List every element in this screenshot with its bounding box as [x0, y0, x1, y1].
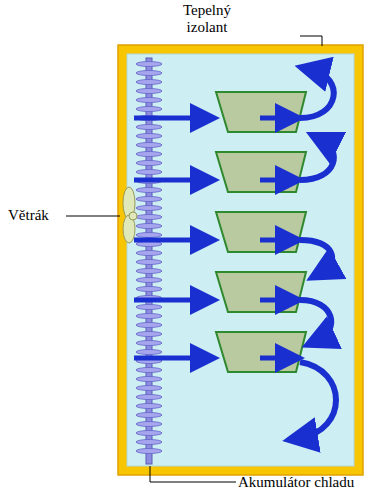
- accumulator-fin: [136, 188, 162, 193]
- accumulator-fin: [136, 71, 162, 76]
- accumulator-fin: [136, 170, 162, 175]
- accumulator-fin: [136, 107, 162, 112]
- accumulator-fin: [136, 269, 162, 274]
- accumulator-fin: [136, 287, 162, 292]
- accumulator-fin: [136, 368, 162, 373]
- callout-label: Akumulátor chladu: [238, 474, 368, 491]
- accumulator-fin: [136, 152, 162, 157]
- accumulator-fin: [136, 422, 162, 427]
- accumulator-fin: [136, 206, 162, 211]
- accumulator-fin: [136, 98, 162, 103]
- accumulator-fin: [136, 440, 162, 445]
- air-flow-arrows: [134, 118, 290, 358]
- fan: [123, 187, 137, 243]
- accumulator-fin: [136, 251, 162, 256]
- accumulator-fin: [136, 413, 162, 418]
- callout-label: Tepelný izolant: [172, 2, 242, 36]
- accumulator-fin: [136, 305, 162, 310]
- accumulator-fin: [136, 278, 162, 283]
- accumulator-fin: [136, 332, 162, 337]
- accumulator-fin: [136, 125, 162, 130]
- accumulator-fin: [136, 395, 162, 400]
- interior: [127, 54, 354, 466]
- accumulator-fin: [136, 224, 162, 229]
- accumulator-fin: [136, 404, 162, 409]
- return-air-arrows: [300, 70, 336, 438]
- accumulator-fin: [136, 260, 162, 265]
- accumulator-fin: [136, 449, 162, 454]
- accumulator-fin: [136, 80, 162, 85]
- accumulator-fin: [136, 197, 162, 202]
- accumulator-fin: [136, 143, 162, 148]
- accumulator-fin: [136, 233, 162, 238]
- accumulator-fin: [136, 323, 162, 328]
- callout-label: Větrák: [8, 207, 66, 224]
- accumulator-fin: [136, 314, 162, 319]
- accumulator-fin: [136, 377, 162, 382]
- accumulator-fin: [136, 134, 162, 139]
- accumulator-fin: [136, 350, 162, 355]
- accumulator-fin: [136, 431, 162, 436]
- accumulator-fin: [136, 386, 162, 391]
- leader-lines: [66, 36, 322, 482]
- accumulator-fin: [136, 161, 162, 166]
- accumulator-fin: [136, 341, 162, 346]
- accumulator-fin: [136, 89, 162, 94]
- accumulator-fin: [136, 215, 162, 220]
- shelves: [216, 92, 306, 372]
- accumulator-fin: [136, 62, 162, 67]
- insulation-wall: [118, 45, 363, 475]
